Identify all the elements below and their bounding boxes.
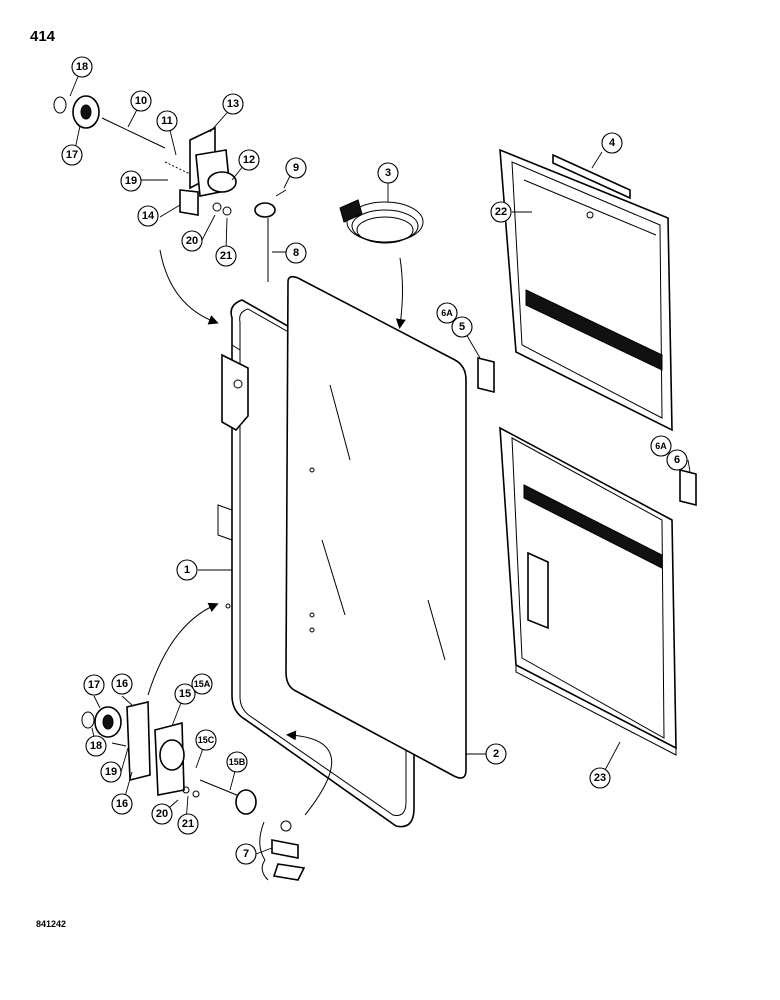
callout-18-top: 18 xyxy=(71,56,93,78)
callout-label: 23 xyxy=(594,772,606,784)
callout-label: 19 xyxy=(125,175,137,187)
callout-13: 13 xyxy=(222,93,244,115)
callout-19-top: 19 xyxy=(120,170,142,192)
callout-label: 9 xyxy=(293,162,299,174)
callout-14: 14 xyxy=(137,205,159,227)
callout-6a-lower: 6A xyxy=(650,435,672,457)
callout-16-top: 16 xyxy=(111,673,133,695)
callout-label: 5 xyxy=(459,321,465,333)
callout-label: 13 xyxy=(227,98,239,110)
callout-label: 21 xyxy=(182,818,194,830)
seal-strip xyxy=(339,199,424,244)
callout-label: 2 xyxy=(493,748,499,760)
callout-label: 21 xyxy=(220,250,232,262)
callout-10: 10 xyxy=(130,90,152,112)
callout-label: 7 xyxy=(243,848,249,860)
callout-15a: 15A xyxy=(191,673,213,695)
callout-label: 6 xyxy=(674,454,680,466)
callout-12: 12 xyxy=(238,149,260,171)
clip-upper xyxy=(477,356,495,394)
callout-label: 17 xyxy=(66,149,78,161)
callout-label: 8 xyxy=(293,247,299,259)
assembly-arrows xyxy=(147,249,406,816)
callout-label: 17 xyxy=(88,679,100,691)
callout-label: 20 xyxy=(186,235,198,247)
callout-1: 1 xyxy=(176,559,198,581)
callout-5: 5 xyxy=(451,316,473,338)
callout-label: 15 xyxy=(179,688,191,700)
callout-15c: 15C xyxy=(195,729,217,751)
callout-6a-upper: 6A xyxy=(436,302,458,324)
clip-lower xyxy=(679,468,697,507)
callout-label: 20 xyxy=(156,808,168,820)
hinge-bracket xyxy=(259,820,306,881)
callout-21-top: 21 xyxy=(215,245,237,267)
callout-20-top: 20 xyxy=(181,230,203,252)
sliding-window-lower xyxy=(499,426,677,756)
callout-23: 23 xyxy=(589,767,611,789)
upper-latch-assembly xyxy=(53,95,287,282)
callout-label: 1 xyxy=(184,564,190,576)
callout-19-bottom: 19 xyxy=(100,761,122,783)
callout-16-bottom: 16 xyxy=(111,793,133,815)
page-number: 414 xyxy=(30,28,56,45)
callout-18-bottom: 18 xyxy=(85,735,107,757)
callout-label: 15A xyxy=(194,679,211,689)
callout-2: 2 xyxy=(485,743,507,765)
callout-6: 6 xyxy=(666,449,688,471)
callout-label: 11 xyxy=(161,115,173,127)
callout-label: 10 xyxy=(135,95,147,107)
callout-label: 15C xyxy=(198,735,215,745)
callout-label: 18 xyxy=(90,740,102,752)
lower-latch-assembly xyxy=(81,700,257,815)
callout-9: 9 xyxy=(285,157,307,179)
callout-21-bottom: 21 xyxy=(177,813,199,835)
callout-label: 18 xyxy=(76,61,88,73)
callout-label: 19 xyxy=(105,766,117,778)
callout-15b: 15B xyxy=(226,751,248,773)
callout-20-bottom: 20 xyxy=(151,803,173,825)
callout-label: 14 xyxy=(142,210,155,222)
callout-15: 15 xyxy=(174,683,196,705)
figure-number: 841242 xyxy=(36,919,67,929)
callout-label: 16 xyxy=(116,678,128,690)
callout-17-top: 17 xyxy=(61,144,83,166)
callout-label: 3 xyxy=(385,167,391,179)
callout-4: 4 xyxy=(601,132,623,154)
callout-17-bottom: 17 xyxy=(83,674,105,696)
callout-label: 22 xyxy=(495,206,507,218)
callout-label: 15B xyxy=(229,757,246,767)
callout-11: 11 xyxy=(156,110,178,132)
callout-22: 22 xyxy=(490,201,512,223)
callout-label: 6A xyxy=(441,308,453,318)
callout-8: 8 xyxy=(285,242,307,264)
callout-3: 3 xyxy=(377,162,399,184)
callout-7: 7 xyxy=(235,843,257,865)
callout-label: 4 xyxy=(609,137,616,149)
glass-panel xyxy=(285,275,467,779)
callout-label: 16 xyxy=(116,798,128,810)
sliding-window-upper xyxy=(499,148,673,432)
callout-label: 6A xyxy=(655,441,667,451)
callout-label: 12 xyxy=(243,154,255,166)
